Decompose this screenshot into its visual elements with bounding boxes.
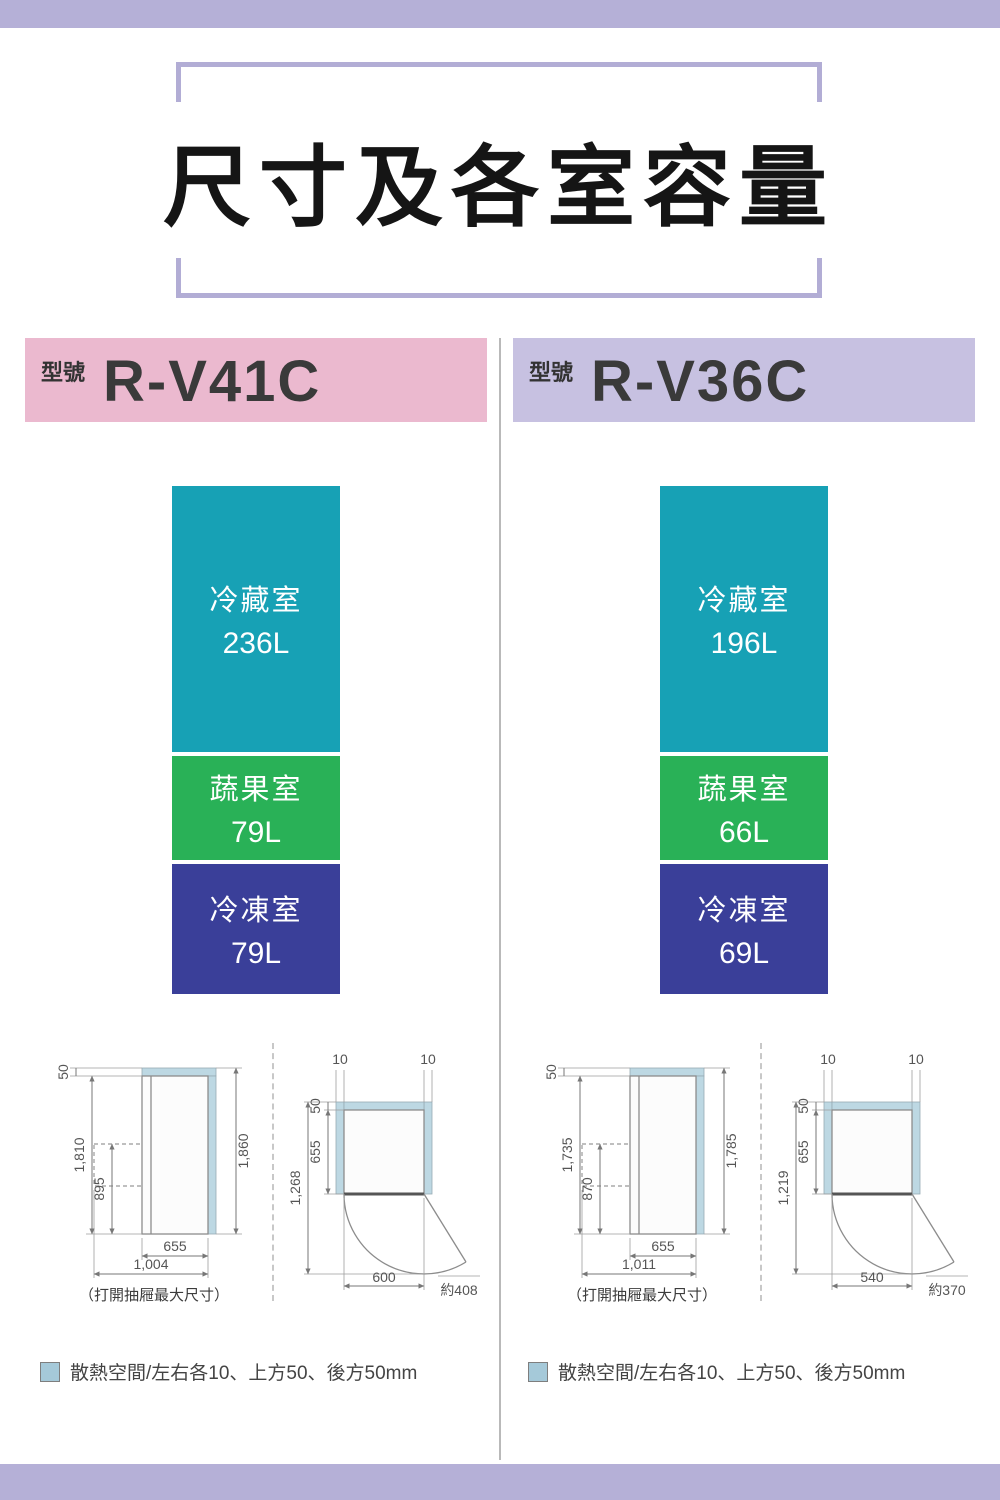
open-drawer-outline [581, 1143, 631, 1187]
compartment-capacity: 196L [710, 627, 778, 660]
model-header: 型號 R-V41C [25, 338, 487, 422]
clearance-legend: 散熱空間/左右各10、上方50、後方50mm [528, 1358, 905, 1385]
compartment-name: 蔬果室 [697, 774, 791, 806]
compartment-freezer: 冷凍室 69L [660, 864, 828, 994]
dim-total-depth: 1,268 [288, 1170, 303, 1205]
door-open-position [911, 1193, 955, 1263]
dimension-lines [305, 1101, 425, 1289]
capacity-chart: 冷藏室 196L 蔬果室 66L 冷凍室 69L [660, 486, 828, 994]
model-name: R-V36C [591, 349, 810, 414]
panel-rv36c: 型號 R-V36C 冷藏室 196L 蔬果室 66L 冷凍室 69L [513, 338, 975, 1460]
dimension-lines [75, 1067, 239, 1277]
dim-depth: 655 [163, 1238, 187, 1254]
panel-rv41c: 型號 R-V41C 冷藏室 236L 蔬果室 79L 冷凍室 79L [25, 338, 487, 1460]
compartment-fridge: 冷藏室 236L [172, 486, 340, 752]
top-view-diagram: 10 10 50 655 1,268 600 約408 [288, 1051, 480, 1298]
dim-open-depth: 1,004 [133, 1256, 168, 1272]
clearance-legend: 散熱空間/左右各10、上方50、後方50mm [40, 1358, 417, 1385]
diagram-divider [760, 1043, 762, 1301]
compartment-name: 蔬果室 [209, 774, 303, 806]
dim-depth: 655 [795, 1140, 811, 1164]
door-swing-arc [831, 1193, 955, 1275]
compartment-vegetable: 蔬果室 66L [660, 756, 828, 860]
dim-total-depth: 1,219 [776, 1170, 791, 1205]
title-bracket-bottom [176, 258, 822, 298]
dim-top-clearance: 50 [55, 1064, 71, 1080]
fridge-body-top [831, 1109, 913, 1195]
compartment-name: 冷凍室 [697, 895, 791, 927]
compartment-name: 冷凍室 [209, 895, 303, 927]
door-swing-arc [343, 1193, 467, 1275]
dim-open-depth: 1,011 [622, 1256, 656, 1272]
drawer-caption: （打開抽屜最大尺寸） [79, 1287, 229, 1304]
dim-door-swing: 約370 [928, 1282, 966, 1298]
side-view-diagram: 50 1,810 895 1,860 655 1,004 （打開抽屜最大尺寸） [55, 1064, 251, 1304]
dim-drawer-height: 870 [579, 1177, 595, 1201]
open-drawer-outline [93, 1143, 143, 1187]
title-bracket-top [176, 62, 822, 102]
model-label: 型號 [41, 360, 86, 385]
dim-total-height: 1,785 [723, 1133, 739, 1168]
compartment-freezer: 冷凍室 79L [172, 864, 340, 994]
capacity-chart: 冷藏室 236L 蔬果室 79L 冷凍室 79L [172, 486, 340, 994]
dim-total-height: 1,860 [235, 1133, 251, 1168]
side-view-diagram: 50 1,735 870 1,785 655 1,011 （打開抽屜最大尺寸） [543, 1064, 739, 1304]
dim-width: 540 [860, 1269, 884, 1285]
compartment-capacity: 79L [230, 937, 282, 970]
fridge-body-side [629, 1075, 697, 1235]
compartment-fridge: 冷藏室 196L [660, 486, 828, 752]
dim-body-height: 1,735 [559, 1137, 575, 1172]
title-frame: 尺寸及各室容量 [163, 62, 836, 298]
dim-depth: 655 [307, 1140, 323, 1164]
page-title: 尺寸及各室容量 [163, 140, 836, 238]
panel-divider [499, 338, 501, 1460]
top-view-diagram: 10 10 50 655 1,219 540 約370 [776, 1051, 968, 1298]
compartment-name: 冷藏室 [209, 585, 303, 617]
clearance-legend-text: 散熱空間/左右各10、上方50、後方50mm [70, 1363, 418, 1384]
compartment-capacity: 66L [718, 816, 770, 849]
model-header: 型號 R-V36C [513, 338, 975, 422]
clearance-legend-text: 散熱空間/左右各10、上方50、後方50mm [558, 1363, 906, 1384]
fridge-body-top [343, 1109, 425, 1195]
clearance-swatch-icon [528, 1361, 548, 1382]
dim-rear-clearance: 50 [307, 1098, 323, 1114]
dim-left-clearance: 10 [820, 1051, 836, 1067]
dim-rear-clearance: 50 [795, 1098, 811, 1114]
dim-left-clearance: 10 [332, 1051, 348, 1067]
compartment-vegetable: 蔬果室 79L [172, 756, 340, 860]
compartment-capacity: 79L [230, 816, 282, 849]
compartment-capacity: 236L [222, 627, 290, 660]
compartment-capacity: 69L [718, 937, 770, 970]
dimension-lines [563, 1067, 727, 1277]
clearance-swatch-icon [40, 1361, 60, 1382]
dim-top-clearance: 50 [543, 1064, 559, 1080]
model-name: R-V41C [103, 349, 322, 414]
extension-lines [304, 1070, 480, 1290]
dim-width: 600 [372, 1269, 396, 1285]
dim-right-clearance: 10 [420, 1051, 436, 1067]
dim-door-swing: 約408 [440, 1282, 478, 1298]
bottom-border-bar [0, 1464, 1000, 1500]
dim-right-clearance: 10 [908, 1051, 924, 1067]
dim-drawer-height: 895 [91, 1177, 107, 1201]
top-border-bar [0, 0, 1000, 28]
fridge-body-side [141, 1075, 209, 1235]
door-open-position [423, 1193, 467, 1263]
drawer-caption: （打開抽屜最大尺寸） [567, 1287, 717, 1304]
dim-depth: 655 [651, 1238, 675, 1254]
model-label: 型號 [529, 360, 574, 385]
dim-body-height: 1,810 [71, 1137, 87, 1172]
compartment-name: 冷藏室 [697, 585, 791, 617]
diagram-divider [272, 1043, 274, 1301]
dimension-lines [793, 1101, 913, 1289]
